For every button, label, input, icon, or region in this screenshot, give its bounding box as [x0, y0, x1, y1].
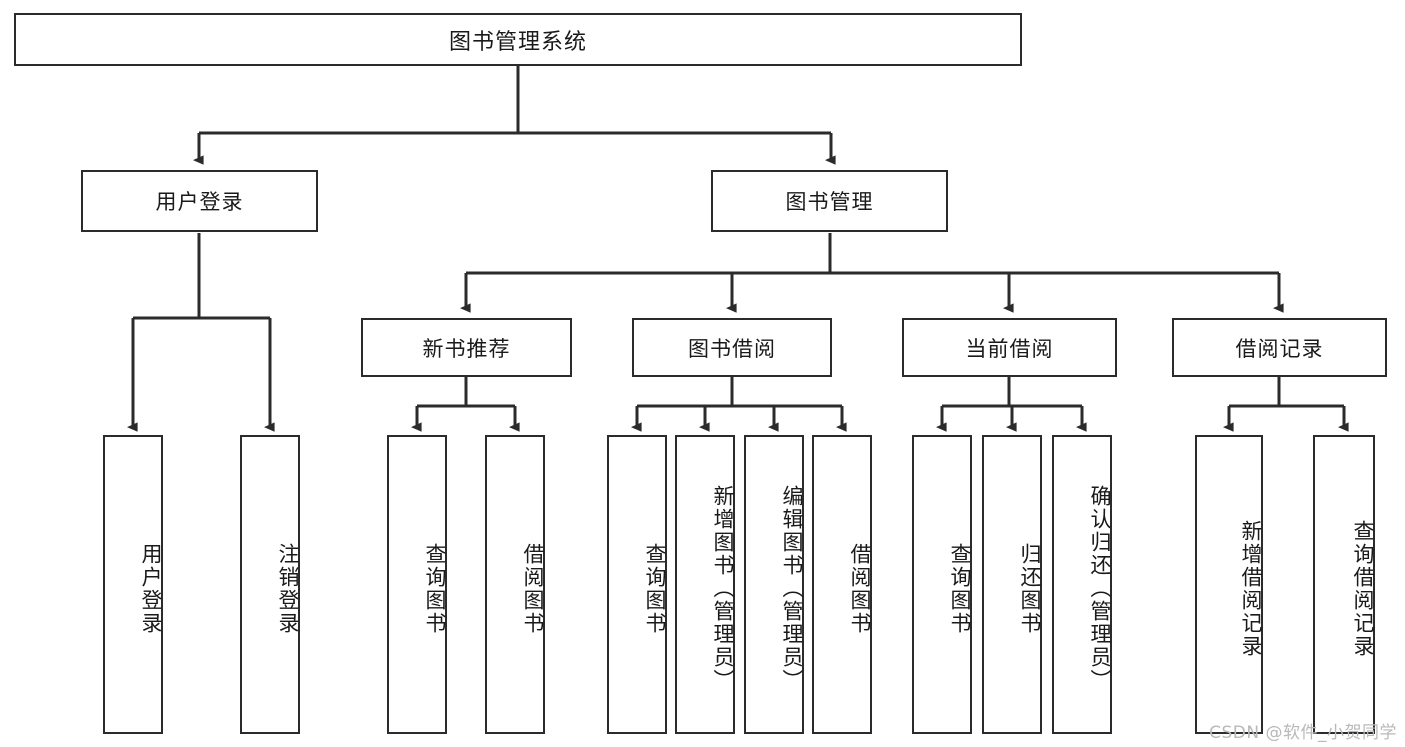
- node-current-borrow[interactable]: 当前借阅: [902, 318, 1117, 377]
- node-leaf-add-borrow-record[interactable]: 新增借阅记录: [1195, 435, 1263, 734]
- node-root-label: 图书管理系统: [448, 29, 587, 55]
- node-leaf-edit-book-admin[interactable]: 编辑图书（管理员）: [744, 435, 804, 734]
- node-user-login[interactable]: 用户登录: [81, 170, 318, 232]
- node-leaf-query-book-1[interactable]: 查询图书: [387, 435, 447, 734]
- node-leaf-return-book-label: 归还图书: [1018, 542, 1042, 635]
- node-leaf-borrow-book-2-label: 借阅图书: [848, 542, 872, 635]
- node-leaf-confirm-return-admin[interactable]: 确认归还（管理员）: [1052, 435, 1112, 734]
- node-leaf-borrow-book-1-label: 借阅图书: [521, 542, 545, 635]
- node-leaf-borrow-book-1[interactable]: 借阅图书: [485, 435, 545, 734]
- node-leaf-add-borrow-record-label: 新增借阅记录: [1239, 519, 1263, 658]
- node-leaf-borrow-book-2[interactable]: 借阅图书: [812, 435, 872, 734]
- node-leaf-user-login-label: 用户登录: [139, 542, 163, 635]
- node-leaf-query-borrow-record-label: 查询借阅记录: [1351, 519, 1375, 658]
- node-leaf-query-book-2-label: 查询图书: [643, 542, 667, 635]
- node-leaf-user-login[interactable]: 用户登录: [103, 435, 163, 734]
- node-leaf-query-book-1-label: 查询图书: [423, 542, 447, 635]
- node-book-management-label: 图书管理: [785, 190, 874, 214]
- node-book-borrow[interactable]: 图书借阅: [632, 318, 832, 377]
- node-leaf-confirm-return-admin-label: 确认归还（管理员）: [1088, 485, 1112, 692]
- node-leaf-add-book-admin[interactable]: 新增图书（管理员）: [675, 435, 735, 734]
- node-book-borrow-label: 图书借阅: [688, 336, 776, 361]
- node-leaf-edit-book-admin-label: 编辑图书（管理员）: [780, 485, 804, 692]
- node-new-book-recommend-label: 新书推荐: [422, 336, 511, 361]
- node-current-borrow-label: 当前借阅: [965, 336, 1054, 361]
- node-leaf-query-book-3[interactable]: 查询图书: [912, 435, 972, 734]
- node-leaf-add-book-admin-label: 新增图书（管理员）: [711, 485, 735, 692]
- node-new-book-recommend[interactable]: 新书推荐: [361, 318, 572, 377]
- node-book-management[interactable]: 图书管理: [711, 170, 948, 232]
- node-leaf-logout-login[interactable]: 注销登录: [240, 435, 300, 734]
- node-leaf-query-borrow-record[interactable]: 查询借阅记录: [1313, 435, 1375, 734]
- node-leaf-query-book-3-label: 查询图书: [948, 542, 972, 635]
- node-leaf-logout-login-label: 注销登录: [276, 542, 300, 635]
- node-borrow-record[interactable]: 借阅记录: [1172, 318, 1387, 377]
- node-leaf-query-book-2[interactable]: 查询图书: [607, 435, 667, 734]
- node-root[interactable]: 图书管理系统: [14, 13, 1022, 66]
- node-leaf-return-book[interactable]: 归还图书: [982, 435, 1042, 734]
- node-borrow-record-label: 借阅记录: [1235, 336, 1324, 361]
- node-user-login-label: 用户登录: [155, 190, 244, 214]
